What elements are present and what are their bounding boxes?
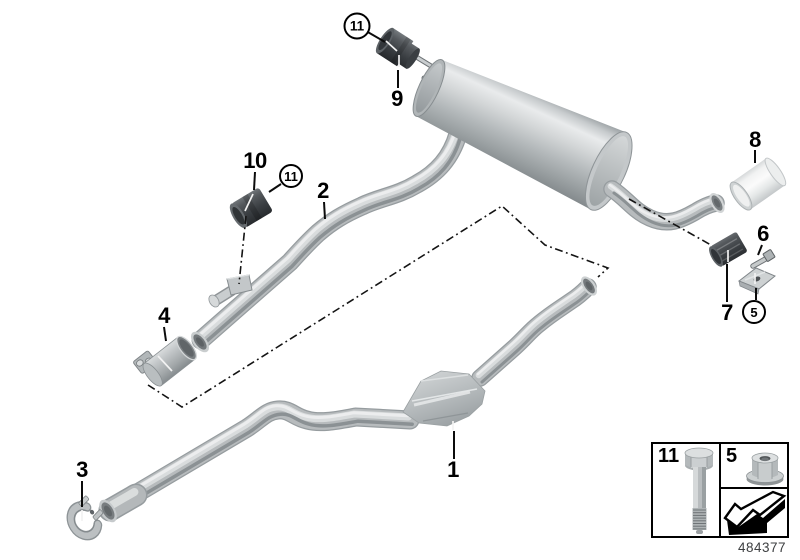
alignment-centerlines bbox=[147, 198, 712, 408]
label-part-9[interactable]: 9 bbox=[391, 86, 403, 111]
legend-nut-number: 5 bbox=[726, 445, 738, 467]
label-part-8[interactable]: 8 bbox=[749, 127, 761, 152]
support-bracket-5 bbox=[737, 267, 776, 295]
callout-11-mid[interactable]: 11 bbox=[279, 164, 303, 188]
clamping-sleeve-4 bbox=[133, 335, 198, 387]
rear-pipe bbox=[478, 276, 597, 382]
diagram-number: 484377 bbox=[737, 540, 786, 555]
flange-nut-icon bbox=[746, 452, 784, 486]
label-part-1[interactable]: 1 bbox=[447, 457, 459, 482]
legend-cell-bolt[interactable]: 11 bbox=[653, 444, 721, 536]
front-pipe bbox=[96, 406, 413, 523]
label-part-6[interactable]: 6 bbox=[757, 221, 769, 246]
label-part-3[interactable]: 3 bbox=[76, 457, 88, 482]
pipe-hanger-bracket bbox=[208, 274, 253, 308]
legend-bolt-number: 11 bbox=[658, 445, 680, 467]
leader-lines-inner bbox=[81, 40, 756, 521]
hex-bolt-icon bbox=[684, 447, 714, 534]
clamping-bush-3 bbox=[66, 495, 104, 541]
rear-silencer-front-pipe bbox=[191, 130, 460, 353]
callout-11-top[interactable]: 11 bbox=[343, 12, 371, 40]
label-part-10[interactable]: 10 bbox=[243, 148, 267, 173]
rear-silencer bbox=[412, 59, 633, 211]
leader-lines bbox=[81, 30, 763, 507]
rubber-mount-9 bbox=[375, 27, 420, 69]
legend-cell-nut[interactable]: 5 bbox=[721, 444, 787, 489]
label-part-2[interactable]: 2 bbox=[317, 178, 329, 203]
front-silencer-assembly bbox=[96, 276, 597, 523]
hex-bolt-6 bbox=[750, 249, 776, 269]
pipe-open-end bbox=[191, 331, 209, 353]
legend-cell-direction bbox=[721, 489, 787, 536]
rubber-mount-7 bbox=[709, 232, 747, 267]
tailpipe-trim-8 bbox=[729, 157, 787, 211]
callout-5[interactable]: 5 bbox=[742, 300, 766, 324]
rubber-mount-10 bbox=[229, 188, 272, 229]
label-part-7[interactable]: 7 bbox=[721, 300, 733, 325]
tailpipe bbox=[610, 185, 728, 226]
label-part-4[interactable]: 4 bbox=[158, 303, 170, 328]
front-silencer-body bbox=[402, 370, 486, 427]
direction-of-travel-arrow-icon bbox=[723, 490, 787, 535]
fastener-legend: 11 5 bbox=[651, 442, 789, 538]
